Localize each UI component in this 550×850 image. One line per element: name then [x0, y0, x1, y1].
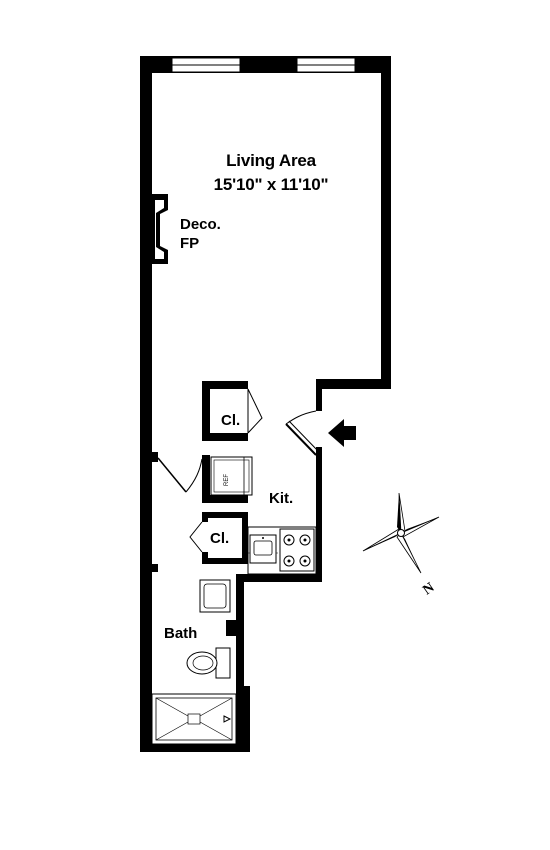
- compass-rose-icon: [362, 492, 440, 574]
- closet-lower-label: Cl.: [210, 530, 229, 547]
- toilet-icon: [186, 647, 231, 679]
- sink-icon: [249, 534, 277, 564]
- kitchen-counter: [247, 526, 317, 575]
- bath-label: Bath: [164, 625, 197, 642]
- fireplace: [152, 194, 168, 264]
- kitchen-label: Kit.: [269, 490, 293, 507]
- refrigerator: REF: [210, 456, 253, 496]
- doors: [157, 388, 320, 553]
- compass-north-label: N: [420, 580, 437, 598]
- fireplace-label-line1: Deco.: [180, 216, 221, 233]
- refrigerator-label: REF: [224, 474, 230, 486]
- shower-icon: [151, 693, 237, 745]
- stove-icon: [279, 528, 315, 572]
- living-area-label: Living Area: [226, 151, 316, 170]
- entry-arrow-icon: [328, 419, 356, 447]
- labels: Living Area 15'10" x 11'10" Deco. FP Cl.…: [164, 151, 437, 642]
- interior-walls: [152, 381, 248, 636]
- bathroom-fixtures: [151, 579, 237, 745]
- fireplace-label-line2: FP: [180, 235, 199, 252]
- closet-upper-label: Cl.: [221, 412, 240, 429]
- living-area-dimensions: 15'10" x 11'10": [214, 175, 329, 194]
- windows: [171, 57, 356, 73]
